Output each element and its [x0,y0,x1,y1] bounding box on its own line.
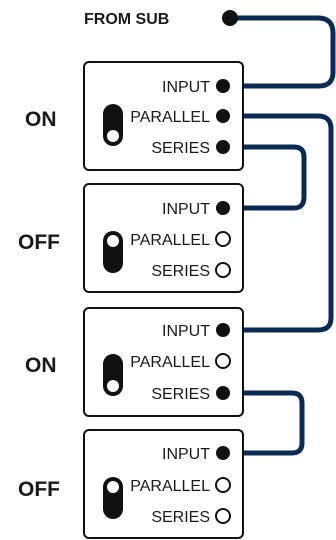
amp-module-3: ON INPUT PARALLEL SERIES [25,307,244,417]
source-terminal [222,10,238,26]
wire-parallel-1-to-input-3 [227,113,334,333]
module-2-port-input-label: INPUT [162,201,210,218]
wire-series-1-to-input-2 [227,144,307,211]
module-1-toggle-switch[interactable] [103,104,123,146]
module-3-port-parallel-terminal [215,353,231,369]
module-1-port-series-label: SERIES [151,140,210,157]
module-1-port-series-terminal [216,140,230,154]
wire-series-3-to-input-4 [227,390,305,456]
module-3-port-parallel-label: PARALLEL [130,354,210,371]
module-4-toggle-switch[interactable] [103,477,123,519]
module-4-port-parallel-terminal [215,477,231,493]
module-2-port-parallel-terminal [215,231,231,247]
module-3-port-series-terminal [216,386,230,400]
module-3-port-input-label: INPUT [162,323,210,340]
wires [227,15,336,456]
module-4-box [83,429,244,539]
module-2-port-parallel-label: PARALLEL [130,232,210,249]
module-4-port-series-terminal [215,508,231,524]
module-4-port-series-label: SERIES [151,509,210,526]
module-1-port-parallel-label: PARALLEL [130,109,210,126]
module-2-port-series-label: SERIES [151,263,210,280]
amp-module-2: OFF INPUT PARALLEL SERIES [18,183,244,293]
module-3-port-input-terminal [216,323,230,337]
amp-module-1: ON INPUT PARALLEL SERIES [25,61,244,171]
module-4-state: OFF [18,478,60,501]
module-3-toggle-switch[interactable] [103,354,123,396]
module-2-port-input-terminal [216,201,230,215]
wire-source-to-input-1 [227,15,336,89]
module-2-box [83,183,244,293]
module-1-port-parallel-terminal [216,109,230,123]
module-1-port-input-terminal [216,79,230,93]
module-3-box [83,307,244,417]
module-1-state: ON [25,108,57,131]
module-1-port-input-label: INPUT [162,79,210,96]
module-2-port-series-terminal [215,262,231,278]
module-2-toggle-switch[interactable] [103,231,123,273]
module-3-state: ON [25,354,57,377]
from-sub-label: FROM SUB [84,11,169,28]
amp-module-4: OFF INPUT PARALLEL SERIES [18,429,244,539]
module-4-port-parallel-label: PARALLEL [130,478,210,495]
module-2-state: OFF [18,231,60,254]
module-4-port-input-terminal [216,446,230,460]
module-1-box [83,61,244,171]
module-4-port-input-label: INPUT [162,446,210,463]
module-3-port-series-label: SERIES [151,386,210,403]
